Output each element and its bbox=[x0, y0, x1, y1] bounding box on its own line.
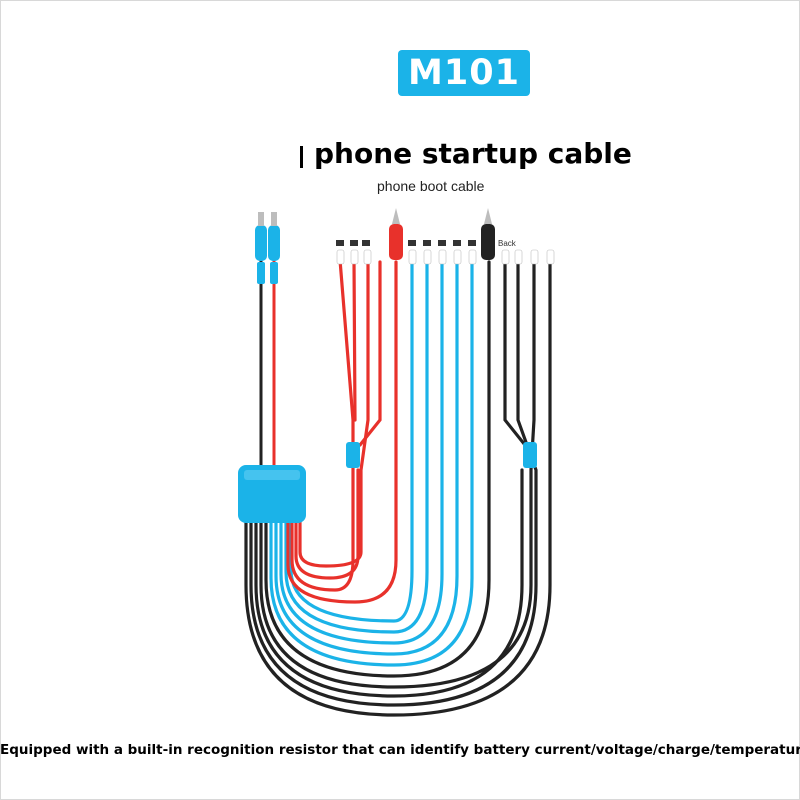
banana-plug-black bbox=[255, 225, 267, 261]
wire bbox=[264, 260, 491, 678]
wire bbox=[294, 468, 360, 580]
wire bbox=[244, 258, 552, 717]
model-badge: M101 bbox=[398, 50, 530, 96]
wire bbox=[254, 468, 524, 698]
red-alligator-clip bbox=[389, 208, 403, 260]
page-title: phone startup cable bbox=[314, 137, 632, 170]
wire bbox=[298, 258, 370, 568]
wire bbox=[358, 260, 382, 447]
connector-pins bbox=[336, 249, 555, 265]
wire bbox=[274, 260, 459, 656]
wire bbox=[269, 260, 474, 667]
footer-caption: Equipped with a built-in recognition res… bbox=[0, 742, 800, 758]
wire bbox=[503, 260, 527, 447]
title-accent-bar bbox=[300, 146, 303, 168]
wire bbox=[289, 260, 414, 623]
wire bbox=[279, 260, 444, 645]
red-splitter bbox=[346, 442, 360, 468]
back-label: Back bbox=[498, 239, 517, 248]
resistor-block bbox=[238, 465, 306, 523]
wire bbox=[286, 260, 398, 604]
black-splitter bbox=[523, 442, 537, 468]
page-subtitle: phone boot cable bbox=[377, 178, 485, 194]
wire bbox=[249, 258, 538, 707]
cable-product-image: Back bbox=[238, 208, 555, 717]
wire bbox=[259, 258, 536, 689]
black-alligator-clip bbox=[481, 208, 495, 260]
pin-labels bbox=[336, 240, 476, 246]
wire bbox=[352, 258, 357, 422]
wire bbox=[284, 260, 429, 634]
banana-plug-red bbox=[268, 225, 280, 261]
banana-plug-leads bbox=[255, 212, 280, 470]
wire-bundle bbox=[244, 258, 552, 717]
